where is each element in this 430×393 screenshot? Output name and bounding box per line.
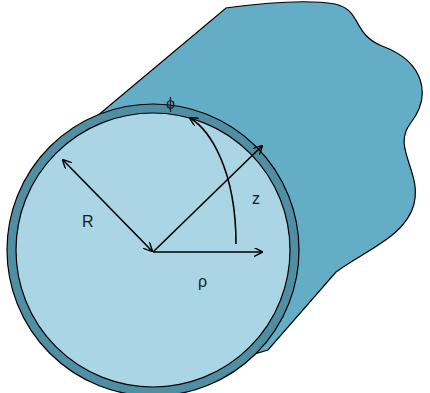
axis-label: ρ [198, 274, 207, 290]
cylinder-inner [16, 113, 290, 387]
radius-label: R [82, 214, 94, 230]
axis-label: z [252, 191, 260, 207]
rho-axis [153, 251, 262, 253]
z-axis [153, 146, 262, 252]
radius-arrow [63, 160, 152, 251]
cylinder-rim [7, 104, 299, 393]
phi-arc [190, 118, 236, 244]
angle-label: ϕ [166, 96, 175, 112]
